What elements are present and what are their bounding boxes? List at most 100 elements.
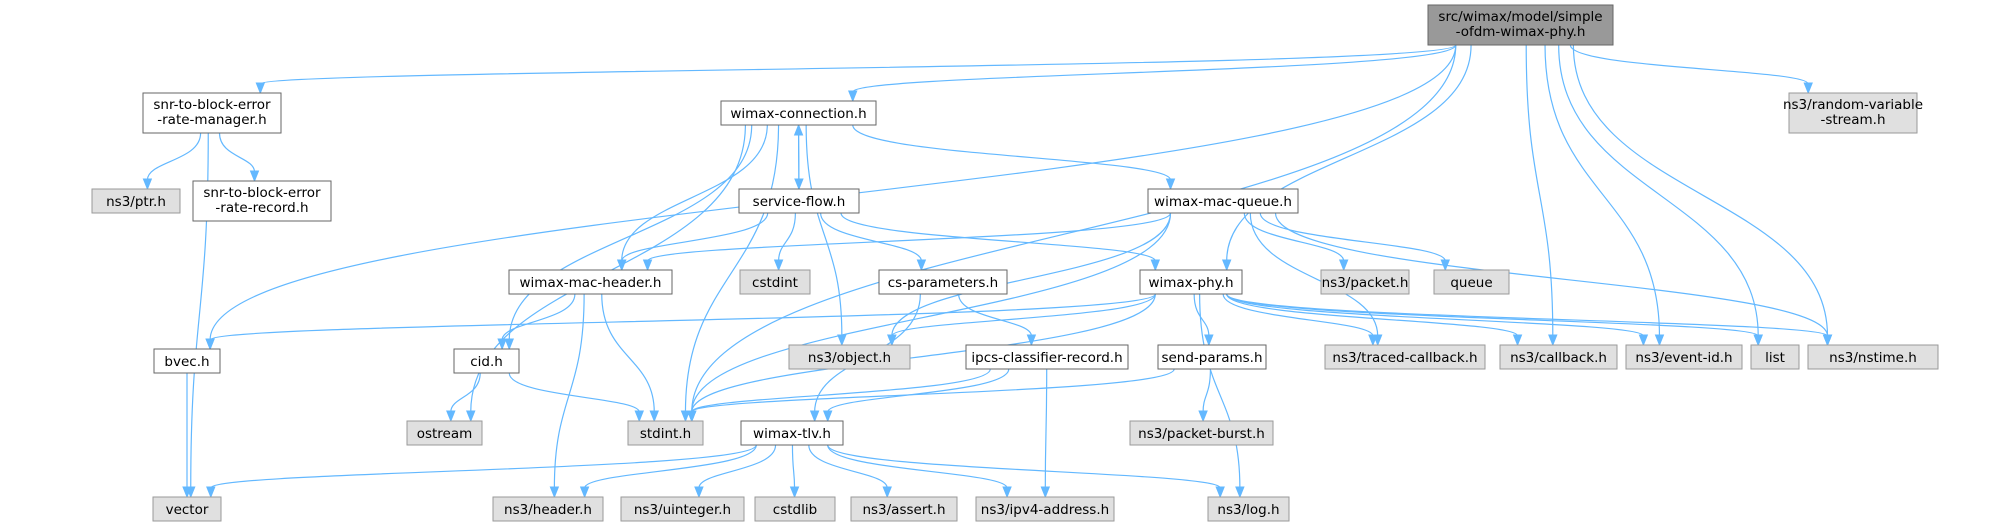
node-nstime: ns3/nstime.h <box>1807 344 1939 370</box>
node-random-variable-stream: ns3/random-variable-stream.h <box>1783 92 1923 134</box>
node-cs-parameters[interactable]: cs-parameters.h <box>878 269 1008 295</box>
edge-cid-to-ostream <box>446 372 481 423</box>
svg-text:ns3/nstime.h: ns3/nstime.h <box>1829 350 1917 366</box>
svg-text:cstdint: cstdint <box>752 275 798 291</box>
edge-mac_header-to-stdint <box>601 293 659 423</box>
svg-text:ns3/assert.h: ns3/assert.h <box>862 502 945 518</box>
svg-text:wimax-tlv.h: wimax-tlv.h <box>753 426 831 442</box>
edge-mac_queue-to-packet <box>1243 212 1349 272</box>
edge-mac_header-to-header <box>549 293 585 499</box>
node-ipv4-address: ns3/ipv4-address.h <box>975 496 1115 522</box>
svg-text:snr-to-block-error: snr-to-block-error <box>203 185 321 201</box>
svg-text:vector: vector <box>166 502 209 518</box>
svg-text:wimax-mac-header.h: wimax-mac-header.h <box>520 275 662 291</box>
edge-wimax_phy-to-traced_cb <box>1222 293 1378 347</box>
edge-wimax_conn-to-cid <box>504 124 753 351</box>
node-assert: ns3/assert.h <box>850 496 958 522</box>
svg-text:ns3/log.h: ns3/log.h <box>1217 502 1279 518</box>
svg-text:-rate-record.h: -rate-record.h <box>215 200 308 216</box>
node-list: list <box>1750 344 1800 370</box>
edge-wimax_phy-to-bvec <box>205 293 1156 351</box>
svg-text:ostream: ostream <box>417 426 473 442</box>
svg-text:ns3/ptr.h: ns3/ptr.h <box>106 194 166 210</box>
node-snr-to-block-error-rate-record[interactable]: snr-to-block-error-rate-record.h <box>192 180 332 222</box>
node-wimax-phy[interactable]: wimax-phy.h <box>1139 269 1243 295</box>
node-vector: vector <box>152 496 222 522</box>
node-send-params[interactable]: send-params.h <box>1157 344 1267 370</box>
svg-text:cstdlib: cstdlib <box>773 502 817 518</box>
edge-tlv-to-log <box>827 444 1225 499</box>
node-simple-ofdm-wimax-phy[interactable]: src/wimax/model/simple-ofdm-wimax-phy.h <box>1427 4 1614 46</box>
edge-snr_mgr-to-ptr <box>142 132 202 191</box>
svg-text:service-flow.h: service-flow.h <box>753 194 846 210</box>
edge-mac_queue-to-mac_header <box>642 212 1172 272</box>
node-wimax-mac-queue[interactable]: wimax-mac-queue.h <box>1147 188 1299 214</box>
svg-text:ns3/packet.h: ns3/packet.h <box>1322 275 1409 291</box>
svg-text:ns3/event-id.h: ns3/event-id.h <box>1635 350 1732 366</box>
svg-text:cid.h: cid.h <box>470 354 503 370</box>
node-bvec[interactable]: bvec.h <box>153 348 221 374</box>
edge-wimax_phy-to-nstime <box>1226 293 1833 347</box>
node-ostream: ostream <box>406 420 483 446</box>
dependency-edges <box>142 44 1833 499</box>
svg-text:ns3/object.h: ns3/object.h <box>808 350 891 366</box>
edge-ipcs-to-tlv <box>822 368 1010 423</box>
svg-text:ns3/random-variable: ns3/random-variable <box>1783 97 1923 113</box>
edge-tlv-to-assert <box>808 444 892 499</box>
edge-root-to-event_id <box>1544 44 1665 347</box>
node-service-flow[interactable]: service-flow.h <box>738 188 860 214</box>
node-callback: ns3/callback.h <box>1499 344 1618 370</box>
svg-text:wimax-connection.h: wimax-connection.h <box>730 106 866 122</box>
svg-text:-ofdm-wimax-phy.h: -ofdm-wimax-phy.h <box>1456 24 1586 40</box>
node-log: ns3/log.h <box>1207 496 1290 522</box>
svg-text:ns3/packet-burst.h: ns3/packet-burst.h <box>1138 426 1265 442</box>
node-wimax-tlv[interactable]: wimax-tlv.h <box>740 420 844 446</box>
edge-cid-to-stdint <box>508 372 644 423</box>
file-nodes: src/wimax/model/simple-ofdm-wimax-phy.h … <box>91 4 1939 522</box>
edge-service_flow-to-cstdint <box>773 212 796 272</box>
edge-root-to-wimax_conn <box>848 44 1457 103</box>
edge-root-to-rand_var <box>1569 44 1813 95</box>
edge-cs_params-to-ipcs <box>958 293 1037 347</box>
edge-tlv-to-header <box>579 444 757 499</box>
svg-text:ipcs-classifier-record.h: ipcs-classifier-record.h <box>971 350 1122 366</box>
svg-text:ns3/ipv4-address.h: ns3/ipv4-address.h <box>981 502 1109 518</box>
edge-wimax_phy-to-send_params <box>1193 293 1214 347</box>
edge-tlv-to-cstdlib <box>789 444 800 499</box>
svg-text:send-params.h: send-params.h <box>1161 350 1262 366</box>
edge-tlv-to-ipv4 <box>827 444 1012 499</box>
svg-text:ns3/traced-callback.h: ns3/traced-callback.h <box>1332 350 1477 366</box>
edge-send_params-to-packet_burst <box>1198 368 1212 423</box>
node-snr-to-block-error-rate-manager[interactable]: snr-to-block-error-rate-manager.h <box>142 92 282 134</box>
edge-mac_queue-to-stdint <box>687 212 1172 423</box>
svg-text:src/wimax/model/simple: src/wimax/model/simple <box>1438 9 1602 25</box>
edge-wimax_phy-to-log <box>1199 293 1245 499</box>
edge-root-to-callback <box>1525 44 1558 347</box>
edge-service_flow-to-cs_params <box>820 212 927 272</box>
svg-text:cs-parameters.h: cs-parameters.h <box>888 275 998 291</box>
edge-root-to-wimax_phy <box>1221 44 1472 272</box>
svg-text:ns3/callback.h: ns3/callback.h <box>1510 350 1607 366</box>
svg-text:stdint.h: stdint.h <box>640 426 691 442</box>
node-header: ns3/header.h <box>492 496 604 522</box>
node-cid[interactable]: cid.h <box>453 348 520 374</box>
edge-service_flow-to-mac_header <box>617 212 769 272</box>
edge-root-to-snr_mgr <box>255 44 1457 95</box>
svg-text:-stream.h: -stream.h <box>1820 112 1885 128</box>
node-packet: ns3/packet.h <box>1320 269 1410 295</box>
edge-tlv-to-vector <box>206 444 757 499</box>
node-uinteger: ns3/uinteger.h <box>620 496 745 522</box>
node-traced-callback: ns3/traced-callback.h <box>1324 344 1486 370</box>
edge-mac_header-to-cid <box>497 293 576 351</box>
node-wimax-connection[interactable]: wimax-connection.h <box>720 100 877 126</box>
svg-text:wimax-mac-queue.h: wimax-mac-queue.h <box>1154 194 1292 210</box>
node-wimax-mac-header[interactable]: wimax-mac-header.h <box>508 269 673 295</box>
node-event-id: ns3/event-id.h <box>1625 344 1743 370</box>
node-ptr: ns3/ptr.h <box>91 188 181 214</box>
node-cstdint: cstdint <box>739 269 811 295</box>
node-ipcs-classifier-record[interactable]: ipcs-classifier-record.h <box>965 344 1129 370</box>
edge-wimax_phy-to-object <box>887 293 1156 347</box>
edge-send_params-to-stdint <box>687 368 1175 423</box>
svg-text:wimax-phy.h: wimax-phy.h <box>1148 275 1233 291</box>
svg-text:ns3/header.h: ns3/header.h <box>504 502 592 518</box>
